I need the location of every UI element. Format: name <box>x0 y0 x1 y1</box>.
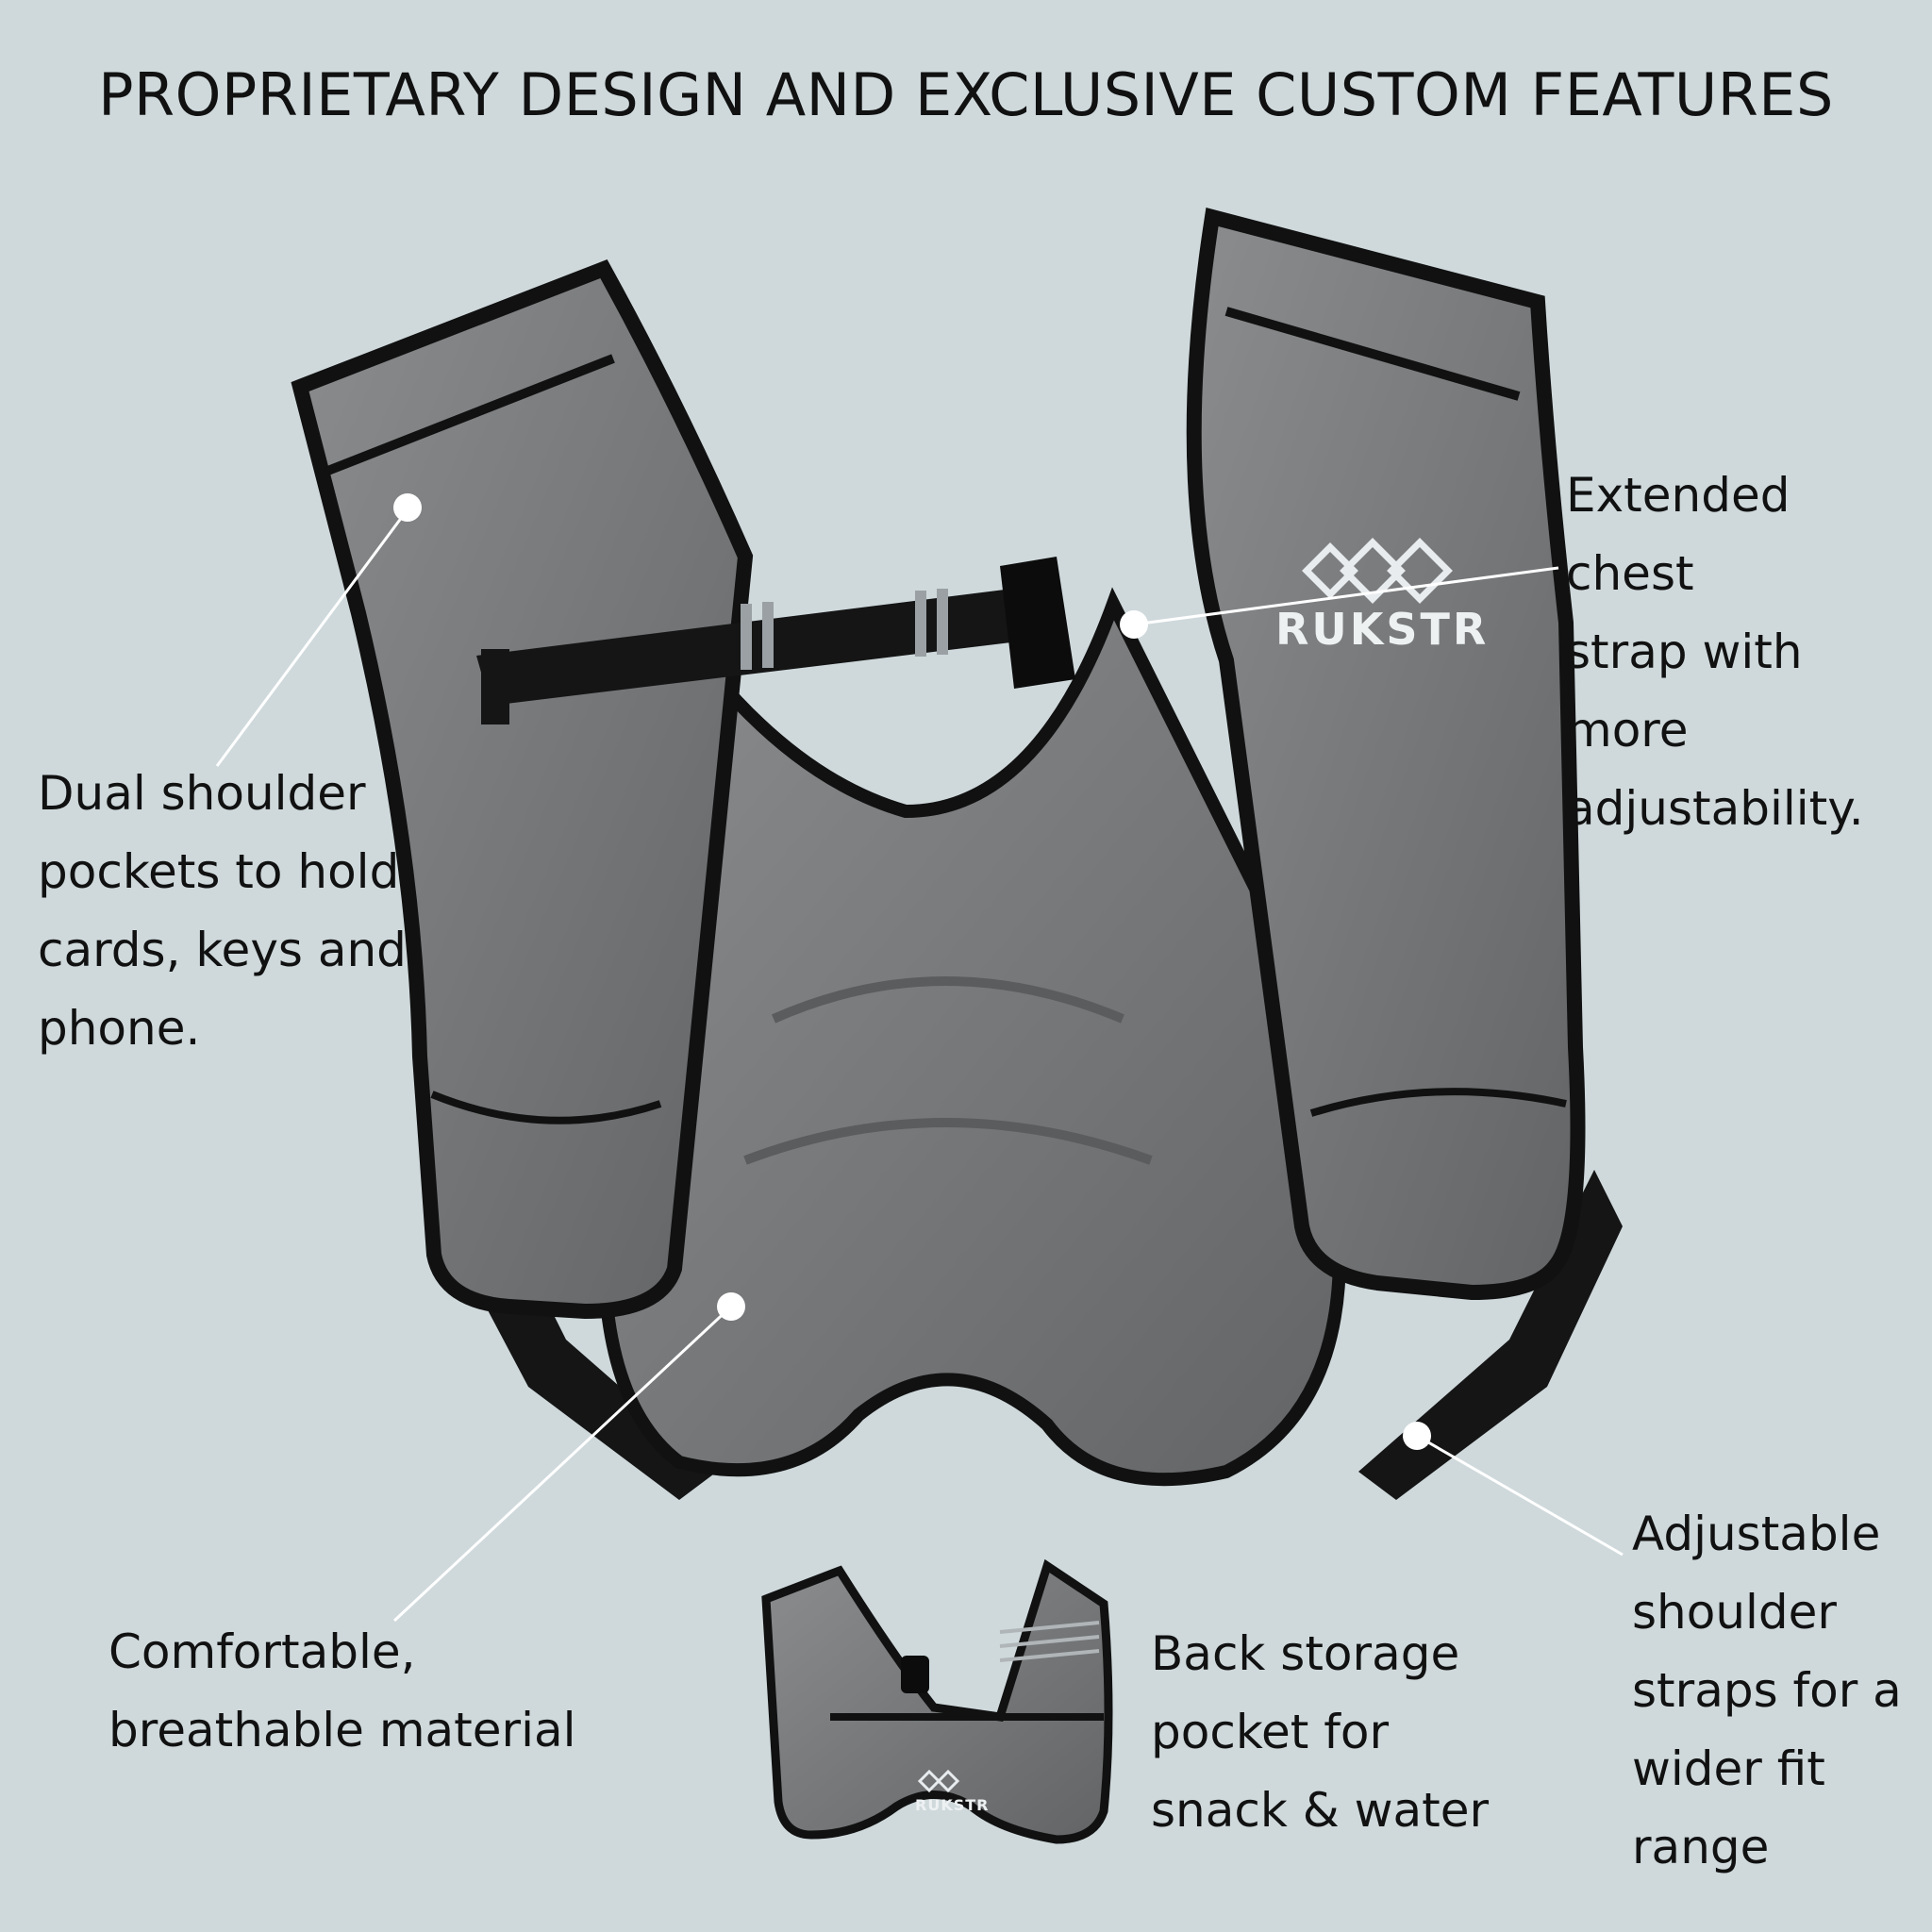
marker-shoulder-pockets <box>393 493 422 522</box>
headline: PROPRIETARY DESIGN AND EXCLUSIVE CUSTOM … <box>98 60 1834 129</box>
right-shoulder-panel <box>1186 208 1586 1301</box>
callout-chest-strap: Extended chest strap with more adjustabi… <box>1566 468 1864 836</box>
callout-shoulder-pockets: Dual shoulder pockets to hold cards, key… <box>38 766 407 1056</box>
back-panel <box>596 585 1347 1487</box>
inset-vest-image <box>761 1558 1113 1844</box>
callout-shoulder-straps: Adjustable shoulder straps for a wider f… <box>1632 1507 1902 1874</box>
callout-material: Comfortable, breathable material <box>108 1624 576 1757</box>
marker-shoulder-straps <box>1403 1422 1431 1450</box>
marker-chest-strap <box>1120 610 1148 639</box>
callout-back-pocket: Back storage pocket for snack & water <box>1151 1626 1490 1838</box>
inset-logo-text: RUKSTR <box>915 1796 990 1814</box>
strap-buckle <box>1000 557 1075 689</box>
weighted-vest <box>291 208 1623 1500</box>
callout-markers <box>215 493 1624 1623</box>
brand-logo-text: RUKSTR <box>1275 604 1490 655</box>
marker-material <box>717 1292 745 1321</box>
brand-logo <box>1302 538 1453 604</box>
left-shoulder-panel <box>291 259 754 1320</box>
chest-strap <box>476 557 1075 724</box>
